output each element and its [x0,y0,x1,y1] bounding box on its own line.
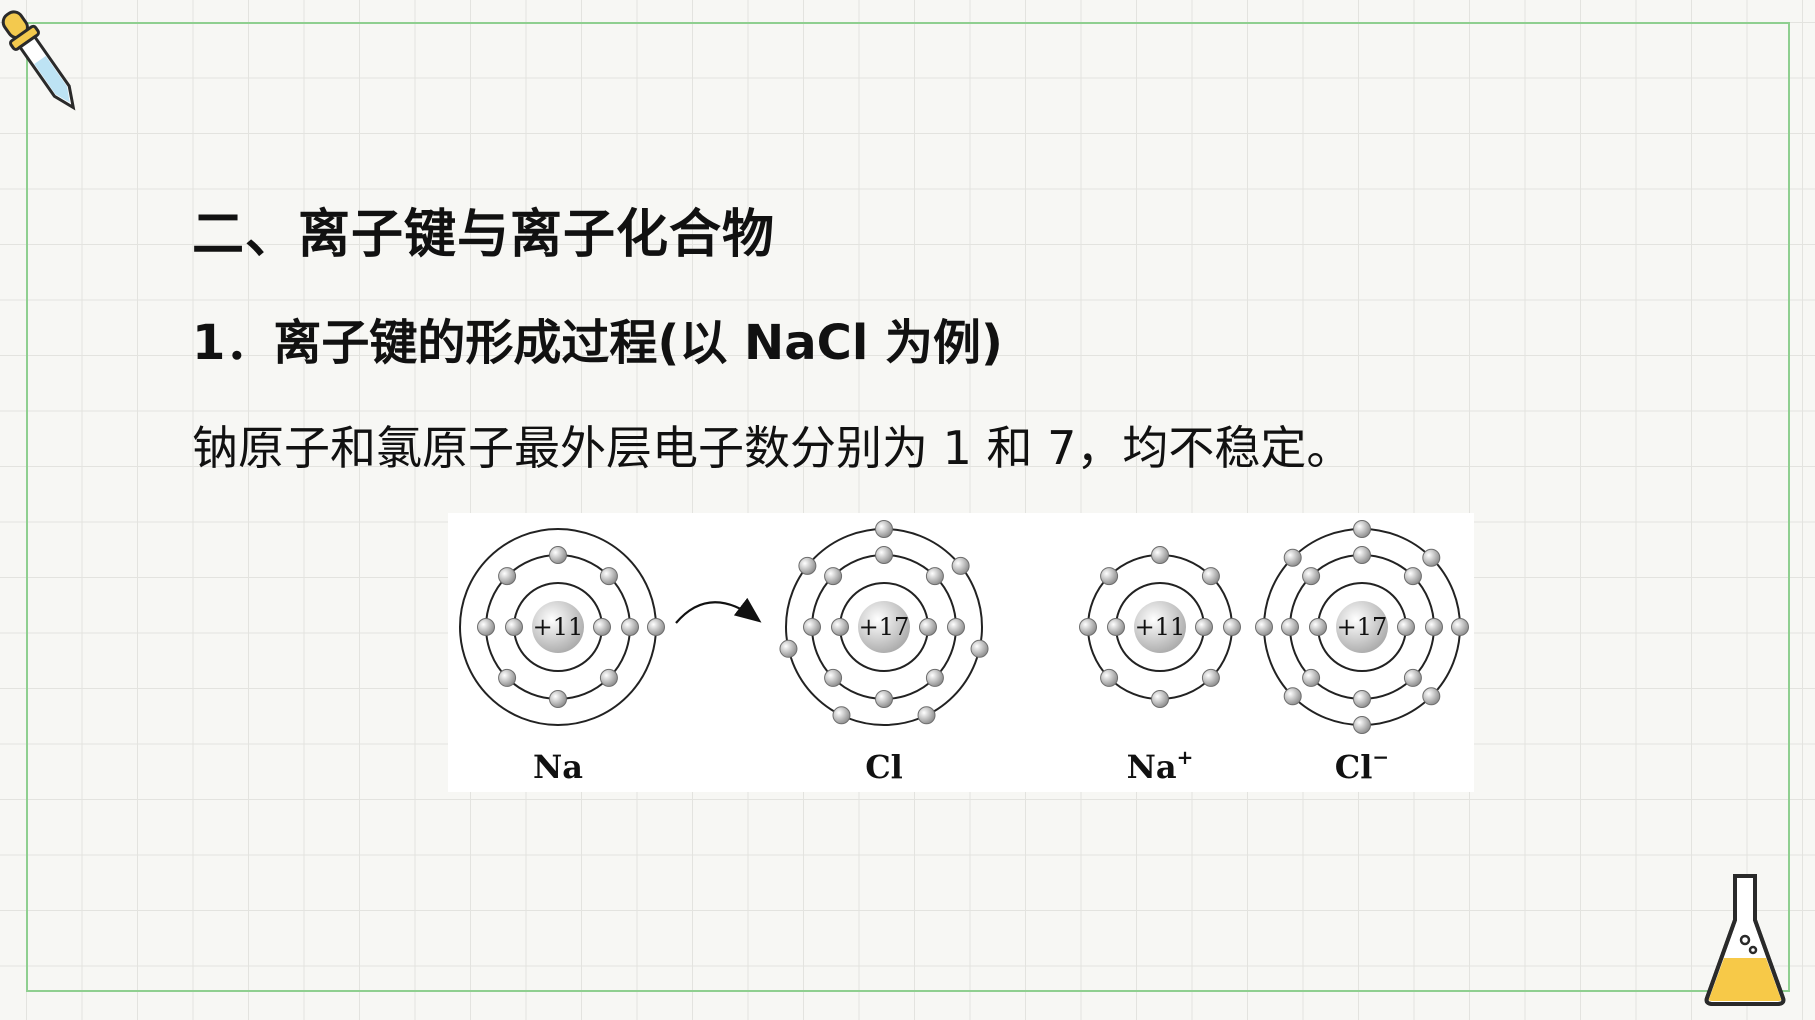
electron [1309,618,1327,636]
electron [1302,668,1321,687]
electron [1079,618,1097,636]
atom-symbol-label: Na [533,748,583,786]
slide-frame [26,22,1790,992]
electron [621,618,639,636]
dropper-icon [1,10,76,111]
electron [831,618,849,636]
electron [1107,618,1125,636]
slide-heading: 二、离子键与离子化合物 [192,205,776,265]
electron [498,668,517,687]
electron [599,668,618,687]
electron [1281,618,1299,636]
electron [477,618,495,636]
electron [647,618,665,636]
electron [1403,567,1422,586]
electron [1195,618,1213,636]
electron [1201,567,1220,586]
nuclear-charge-label: +17 [1337,613,1388,641]
nucleus [1336,601,1388,653]
ion-charge: − [1372,745,1389,769]
electron [875,520,893,538]
nucleus [1134,601,1186,653]
electron [1397,618,1415,636]
electron [1302,567,1321,586]
electron [1353,716,1371,734]
atom-symbol-label: Cl [865,748,903,786]
atom-symbol-label: Na+ [1127,745,1194,786]
electron [832,706,851,725]
electron-transfer-arrow [675,597,762,624]
nuclear-charge-label: +17 [859,613,910,641]
ion-charge: + [1177,745,1194,769]
electron [1100,567,1119,586]
electron [1422,687,1441,706]
electron [824,668,843,687]
electron [1255,618,1273,636]
electron [1201,668,1220,687]
electron [951,556,970,575]
electron [1223,618,1241,636]
electron [970,639,989,658]
electron [549,546,567,564]
atom-symbol-label: Cl− [1335,745,1389,786]
electron [875,690,893,708]
electron [1425,618,1443,636]
flask-icon [1704,874,1786,1006]
electron [505,618,523,636]
electron [498,567,517,586]
slide-body-text: 钠原子和氯原子最外层电子数分别为 1 和 7，均不稳定。 [192,421,1353,475]
electron [1283,687,1302,706]
electron [875,546,893,564]
electron [1151,690,1169,708]
electron [1451,618,1469,636]
nuclear-charge-label: +11 [1135,613,1186,641]
electron [1422,548,1441,567]
electron [599,567,618,586]
electron [593,618,611,636]
electron [549,690,567,708]
electron [1100,668,1119,687]
electron [917,706,936,725]
nucleus [858,601,910,653]
electron [925,668,944,687]
electron [1151,546,1169,564]
electron [779,639,798,658]
electron [919,618,937,636]
nuclear-charge-label: +11 [533,613,584,641]
electron [803,618,821,636]
slide-subheading: 1．离子键的形成过程(以 NaCl 为例) [192,315,1003,371]
electron [1353,520,1371,538]
electron [1353,546,1371,564]
electron [824,567,843,586]
electron [947,618,965,636]
electron [925,567,944,586]
electron [798,556,817,575]
electron [1403,668,1422,687]
electron [1353,690,1371,708]
electron [1283,548,1302,567]
nucleus [532,601,584,653]
